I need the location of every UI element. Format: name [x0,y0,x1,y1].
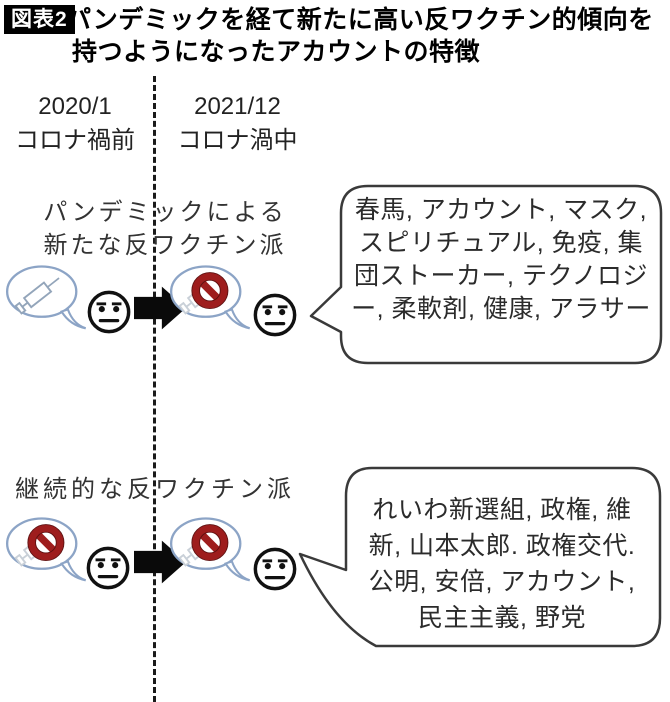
timeline-during-label: コロナ渦中 [177,127,298,154]
figure-badge: 図表2 [4,5,75,34]
timeline-during: 2021/12 コロナ渦中 [160,90,315,158]
thought-bubble-no-vaccine-icon [169,265,251,330]
figure-title-line2: 持つようになったアカウントの特徴 [72,38,481,66]
keywords-speech-bubble-2 [298,466,662,648]
section2-heading-line1: 継続的な反ワクチン派 [15,476,295,503]
timeline-before: 2020/1 コロナ禍前 [0,90,150,158]
timeline-during-date: 2021/12 [194,93,281,120]
neutral-face-icon [253,547,297,591]
section2-heading: 継続的な反ワクチン派 [0,473,310,506]
neutral-face-icon [86,546,130,590]
neutral-face-icon [87,290,131,334]
figure-title-line1: パンデミックを経て新たに高い反ワクチン的傾向を [66,6,654,34]
thought-bubble-no-vaccine-icon [5,517,87,582]
timeline-divider-dashed-line [153,76,156,702]
figure-title: パンデミックを経て新たに高い反ワクチン的傾向を 持つようになったアカウントの特徴 [66,4,666,68]
keywords-speech-bubble-1 [309,184,663,365]
section1-heading: パンデミックによる 新たな反ワクチン派 [20,196,310,262]
timeline-before-label: コロナ禍前 [15,127,135,154]
section1-heading-line1: パンデミックによる [43,199,287,226]
thought-bubble-syringe-icon [5,265,87,330]
thought-bubble-no-vaccine-icon [169,517,251,582]
neutral-face-icon [253,293,297,337]
keywords-text-2: れいわ新選組, 政権, 維新, 山本太郎. 政権交代. 公明, 安倍, アカウン… [368,496,636,632]
section1-heading-line2: 新たな反ワクチン派 [43,232,287,259]
timeline-before-date: 2020/1 [38,93,112,120]
keywords-text-1: 春馬, アカウント, マスク, スピリチュアル, 免疫, 集団ストーカー, テク… [351,196,651,323]
